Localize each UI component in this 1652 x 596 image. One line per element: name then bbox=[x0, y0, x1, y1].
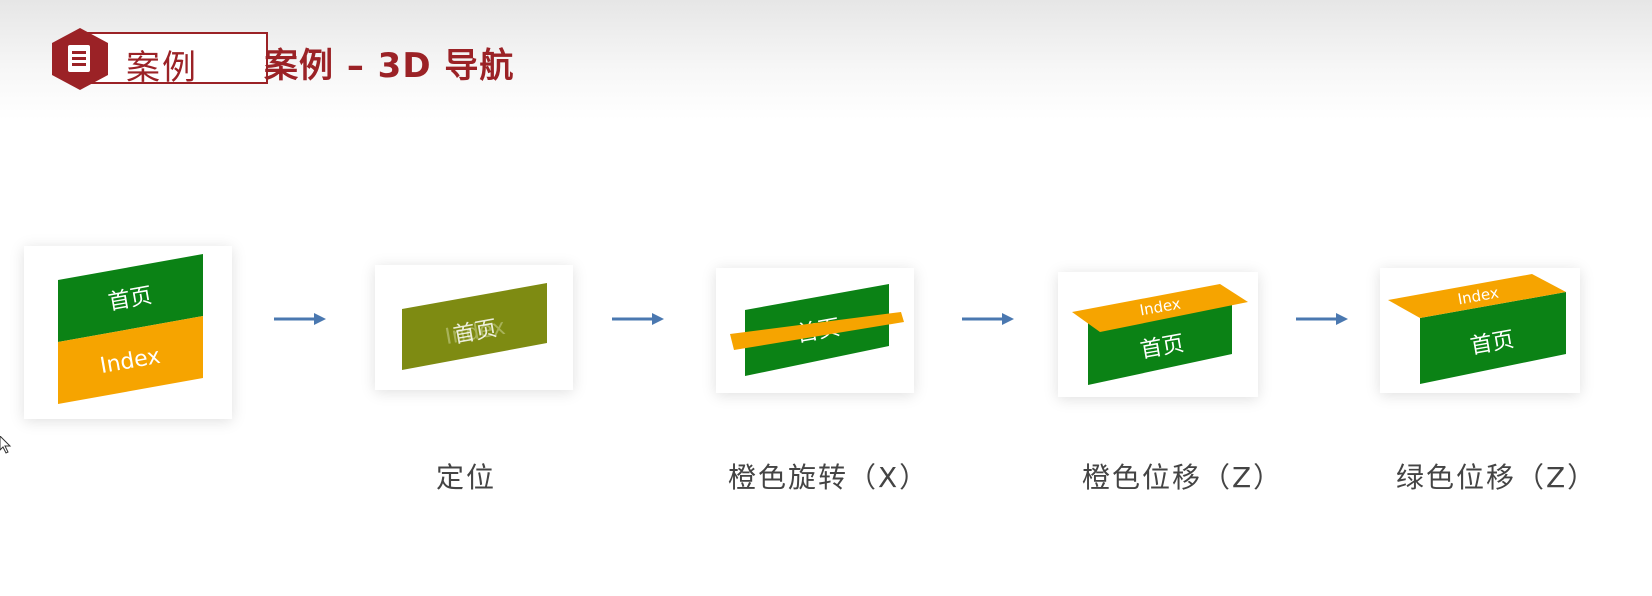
page-title: 案例 – 3D 导航 bbox=[264, 46, 515, 86]
step-caption: 绿色位移（Z） bbox=[1396, 461, 1598, 494]
step-card-initial: 首页 Index bbox=[24, 246, 232, 419]
olive-face bbox=[402, 283, 547, 370]
arrow-right-icon bbox=[962, 313, 1014, 325]
step-card-orange-z: 首页 Index bbox=[1058, 272, 1258, 397]
section-badge: 案例 bbox=[48, 26, 268, 90]
arrow-right-icon bbox=[1296, 313, 1348, 325]
orange-face bbox=[58, 316, 203, 404]
orange-face bbox=[1388, 274, 1566, 318]
badge-frame bbox=[80, 32, 268, 84]
green-face bbox=[1420, 292, 1566, 384]
arrow-right-icon bbox=[612, 313, 664, 325]
orange-face bbox=[730, 312, 904, 350]
step-caption: 定位 bbox=[436, 461, 497, 494]
orange-face bbox=[1072, 284, 1248, 332]
badge-label: 案例 bbox=[126, 48, 198, 88]
step-card-positioned: Index 首页 bbox=[375, 265, 573, 390]
step-card-rotate-x: 首页 bbox=[716, 268, 914, 393]
green-face bbox=[58, 254, 203, 342]
document-icon bbox=[52, 28, 108, 90]
step-caption: 橙色旋转（X） bbox=[728, 461, 930, 494]
arrow-right-icon bbox=[274, 313, 326, 325]
step-card-green-z: 首页 Index bbox=[1380, 268, 1580, 393]
mouse-cursor-icon bbox=[0, 436, 12, 454]
step-caption: 橙色位移（Z） bbox=[1082, 461, 1284, 494]
